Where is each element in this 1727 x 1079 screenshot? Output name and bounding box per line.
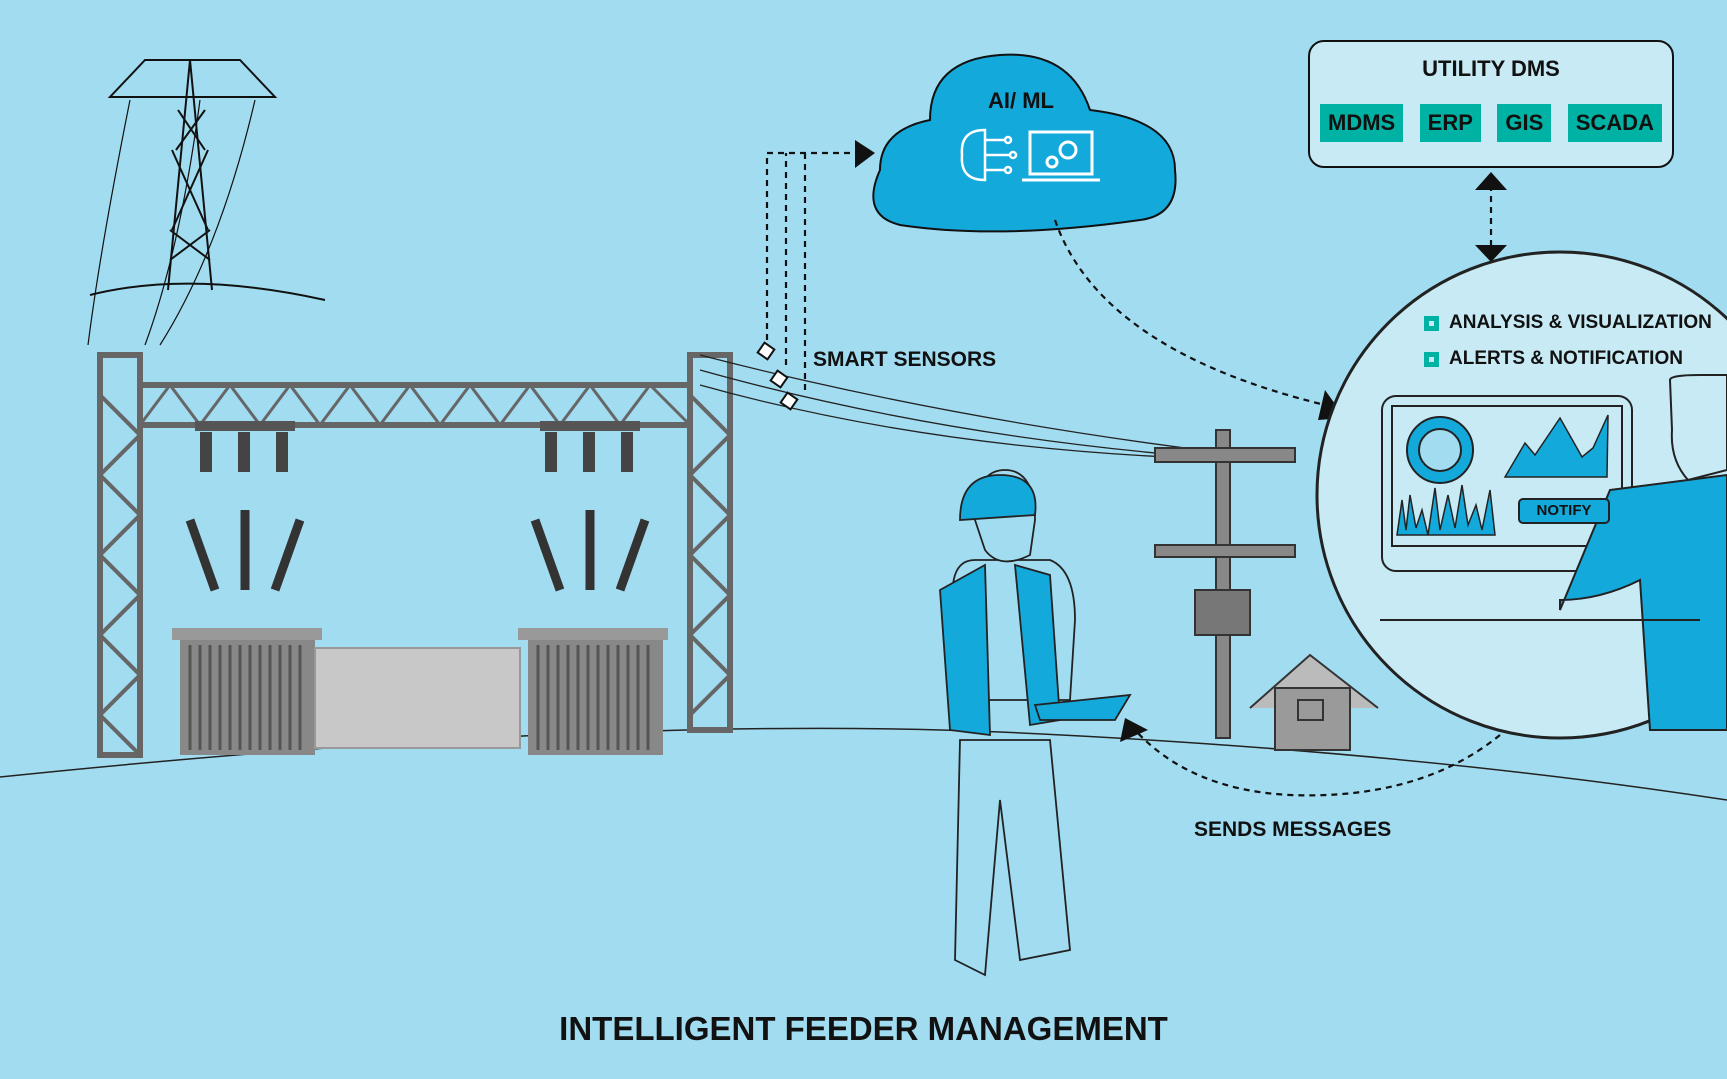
notify-button[interactable]: NOTIFY	[1518, 498, 1610, 524]
feature-analysis: ANALYSIS & VISUALIZATION	[1424, 312, 1712, 334]
operator-dashboard-circle	[1315, 250, 1727, 740]
cloud-label: AI/ ML	[988, 88, 1054, 113]
transformer-left	[172, 421, 322, 755]
arrowhead-up-icon	[1475, 172, 1507, 190]
feature-alerts: ALERTS & NOTIFICATION	[1424, 348, 1683, 370]
smart-sensor-icons	[756, 341, 799, 411]
substation-frame	[97, 352, 733, 758]
feature-label: ANALYSIS & VISUALIZATION	[1449, 312, 1712, 333]
dms-item-scada: SCADA	[1567, 104, 1662, 142]
utility-dms-panel: UTILITY DMS MDMS ERP GIS SCADA	[1308, 40, 1674, 168]
arrowhead-icon	[855, 140, 875, 168]
feature-label: ALERTS & NOTIFICATION	[1449, 348, 1683, 369]
dms-item-gis: GIS	[1497, 104, 1552, 142]
utility-dms-title: UTILITY DMS	[1422, 56, 1560, 81]
bullet-square-icon	[1424, 351, 1439, 367]
area-chart-icon	[1503, 414, 1609, 478]
spike-chart-icon	[1396, 484, 1496, 536]
bullet-square-icon	[1424, 315, 1439, 331]
transmission-tower	[87, 59, 326, 346]
laptop-gears-icon	[1022, 130, 1100, 182]
transformer-tank-middle	[314, 647, 521, 749]
utility-pole	[1154, 429, 1296, 739]
dms-item-mdms: MDMS	[1320, 104, 1404, 142]
arrowhead-icon	[1120, 718, 1148, 742]
smart-sensors-label: SMART SENSORS	[813, 348, 997, 371]
monitor	[1381, 395, 1633, 572]
dms-item-erp: ERP	[1419, 104, 1481, 142]
house	[1249, 653, 1379, 751]
cloud-shape	[872, 53, 1177, 233]
sends-messages-arrow	[1134, 729, 1501, 797]
operator	[1559, 374, 1727, 731]
cloud-to-dashboard-arrow	[1053, 219, 1326, 407]
arrowhead-down-icon	[1475, 245, 1507, 262]
field-worker	[939, 469, 1132, 977]
sensor-to-cloud-arrow	[765, 151, 860, 390]
brain-circuit-icon	[960, 128, 1018, 182]
sends-messages-label: SENDS MESSAGES	[1194, 818, 1392, 841]
transformer-right	[518, 421, 668, 755]
donut-chart-icon	[1406, 416, 1474, 484]
page-title: INTELLIGENT FEEDER MANAGEMENT	[559, 1010, 1168, 1047]
